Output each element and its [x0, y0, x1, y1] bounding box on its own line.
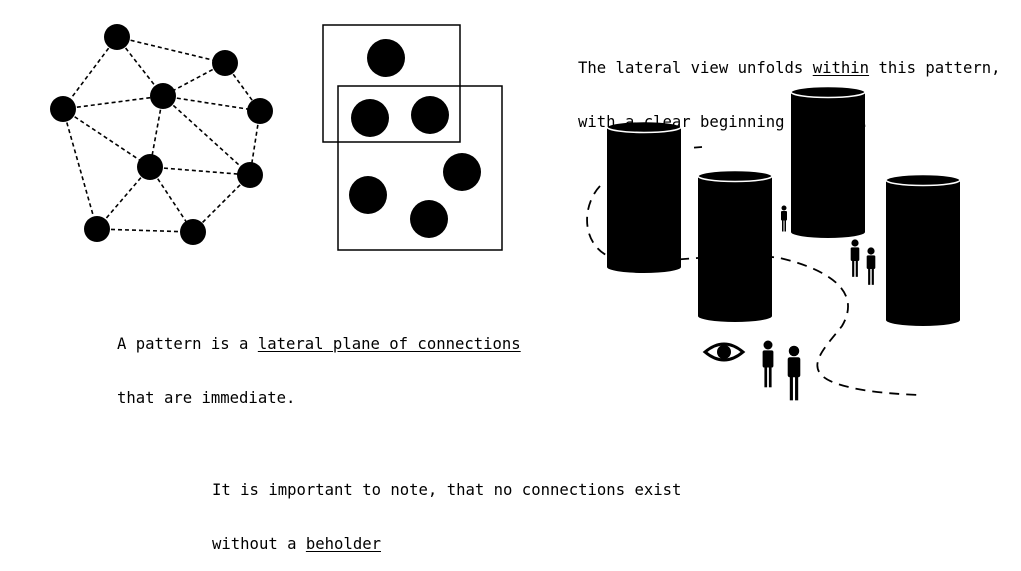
caption-keyword-lateral-plane: lateral plane of connections: [257, 335, 521, 353]
caption-pattern-line2: that are immediate.: [117, 389, 296, 407]
network-node: [150, 83, 176, 109]
overlapping-frames: [322, 24, 503, 251]
person-icon: [866, 247, 876, 285]
frame-dot: [411, 96, 449, 134]
eye-icon: [702, 342, 746, 362]
person-icon: [850, 239, 860, 277]
frame-small: [322, 24, 461, 143]
illustration-canvas: [50, 24, 961, 401]
path-segment: [689, 146, 703, 149]
cylinder: [885, 173, 961, 326]
caption-keyword-beholder: beholder: [305, 535, 381, 553]
network-node: [247, 98, 273, 124]
frame-dot: [443, 153, 481, 191]
cylinder: [790, 85, 866, 238]
caption-note-line1: It is important to note, that no connect…: [212, 481, 682, 499]
network-nodes: [50, 24, 273, 245]
caption-note-line2: without a beholder: [212, 535, 381, 553]
network-node: [237, 162, 263, 188]
person-icon: [762, 340, 774, 388]
cylinder: [697, 169, 773, 322]
caption-lateral-view-line2: with a clear beginning and end.: [578, 113, 870, 131]
caption-keyword-within: within: [812, 59, 870, 77]
caption-note: It is important to note, that no connect…: [212, 445, 681, 571]
frame-large: [337, 85, 503, 251]
frame-dot: [351, 99, 389, 137]
frame-dot: [410, 200, 448, 238]
frame-dot: [349, 176, 387, 214]
network-node: [50, 96, 76, 122]
caption-lateral-view-line1: The lateral view unfolds within this pat…: [578, 59, 1001, 77]
dashed-path: [586, 185, 921, 396]
caption-pattern-line1: A pattern is a lateral plane of connecti…: [117, 335, 521, 353]
network-node: [212, 50, 238, 76]
cylinder: [606, 120, 682, 273]
person-icon: [787, 345, 801, 401]
network-node: [137, 154, 163, 180]
network-node: [180, 219, 206, 245]
frame-dot: [367, 39, 405, 77]
caption-lateral-view: The lateral view unfolds within this pat…: [578, 23, 1001, 149]
person-icon: [781, 205, 787, 232]
caption-pattern: A pattern is a lateral plane of connecti…: [117, 299, 521, 425]
lateral-view-scene: [586, 85, 961, 401]
network-node: [84, 216, 110, 242]
network-node: [104, 24, 130, 50]
